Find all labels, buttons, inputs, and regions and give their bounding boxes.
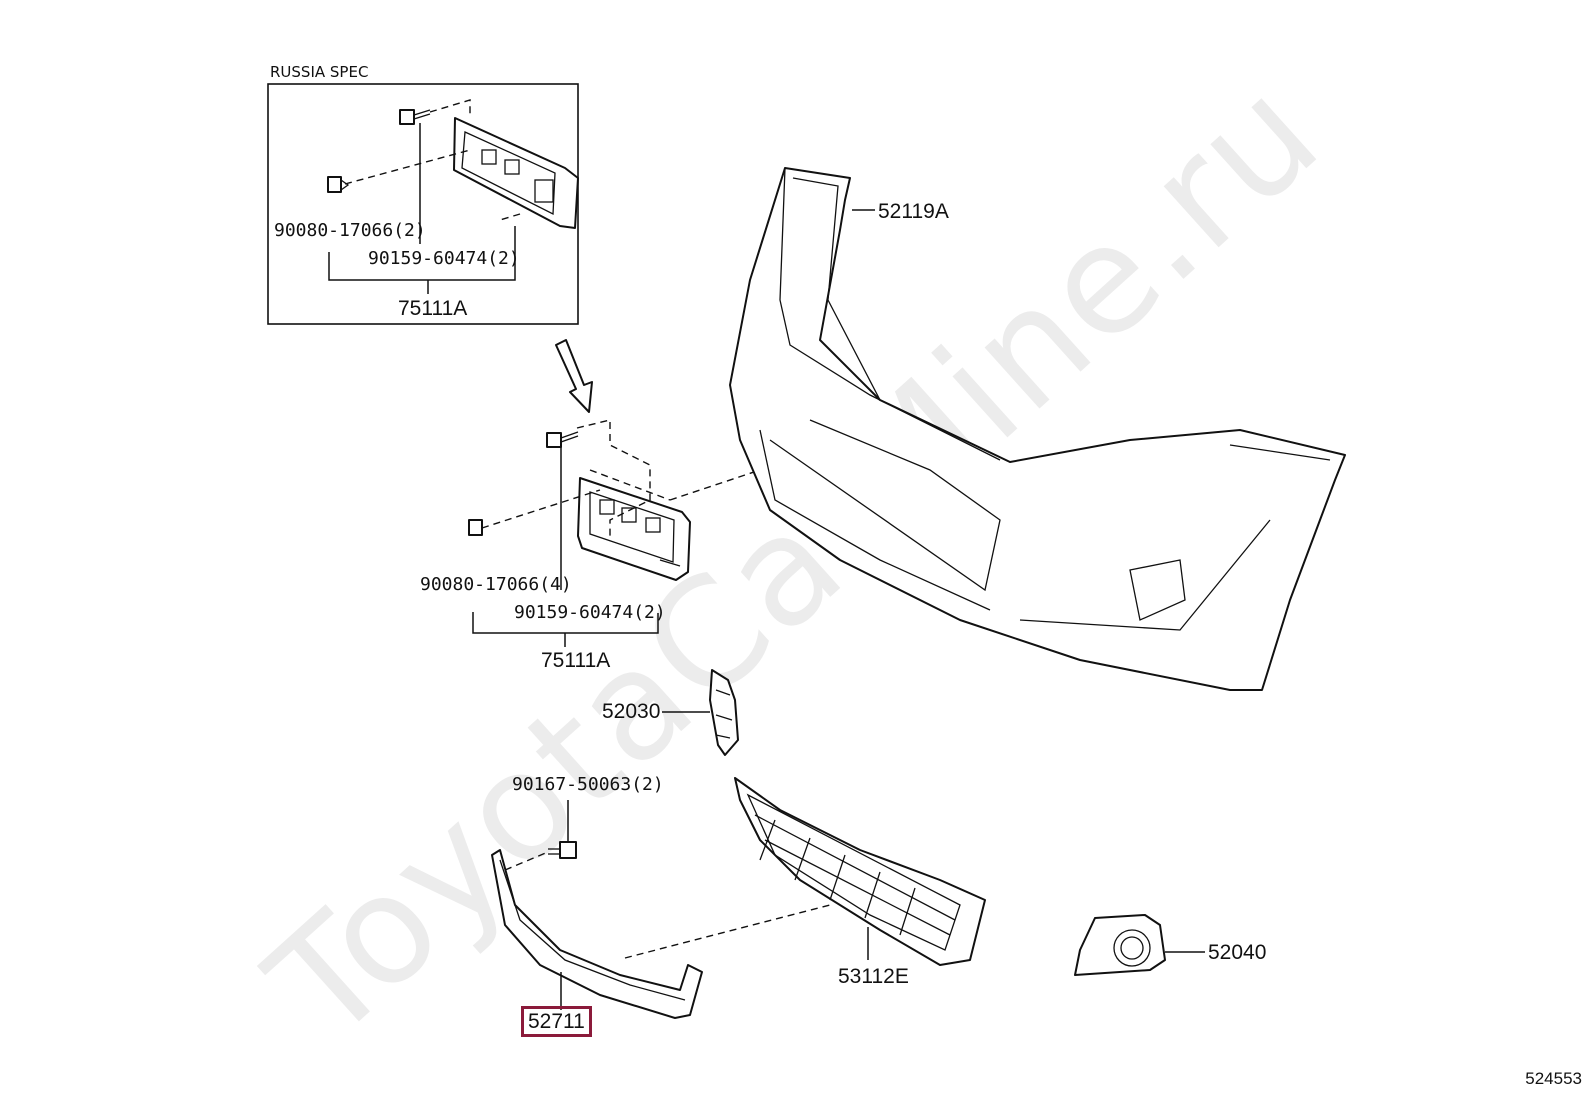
screw-icon — [546, 431, 579, 448]
inset-plate-bracket — [453, 117, 579, 229]
label-fog-cover: 52040 — [1208, 941, 1267, 964]
clip-icon — [468, 519, 483, 536]
label-main-screw: 90159-60474(2) — [514, 602, 666, 623]
arrow-icon — [555, 339, 593, 413]
inset-title: RUSSIA SPEC — [270, 63, 369, 81]
fog-cover — [1074, 914, 1166, 976]
label-main-assy: 75111A — [541, 649, 611, 672]
bumper-cover — [729, 167, 1346, 691]
label-bracket: 52030 — [602, 700, 661, 723]
plate-bracket — [577, 477, 691, 581]
label-spoiler-highlighted[interactable]: 52711 — [521, 1006, 592, 1037]
label-lower-grille: 53112E — [838, 965, 909, 988]
bolt-icon — [548, 841, 577, 859]
lower-grille — [734, 777, 986, 966]
document-id: 524553 — [1525, 1069, 1582, 1088]
label-bolt: 90167-50063(2) — [512, 774, 664, 795]
label-inset-assy: 75111A — [398, 297, 468, 320]
label-main-clip: 90080-17066(4) — [420, 574, 572, 595]
inset-clip-icon — [327, 176, 350, 193]
front-spoiler — [491, 849, 703, 1019]
inset-screw-icon — [399, 109, 431, 125]
label-inset-screw: 90159-60474(2) — [368, 248, 520, 269]
label-inset-clip: 90080-17066(2) — [274, 220, 426, 241]
label-bumper-cover: 52119A — [878, 200, 949, 223]
side-bracket — [709, 669, 739, 756]
inset-box — [267, 83, 579, 325]
